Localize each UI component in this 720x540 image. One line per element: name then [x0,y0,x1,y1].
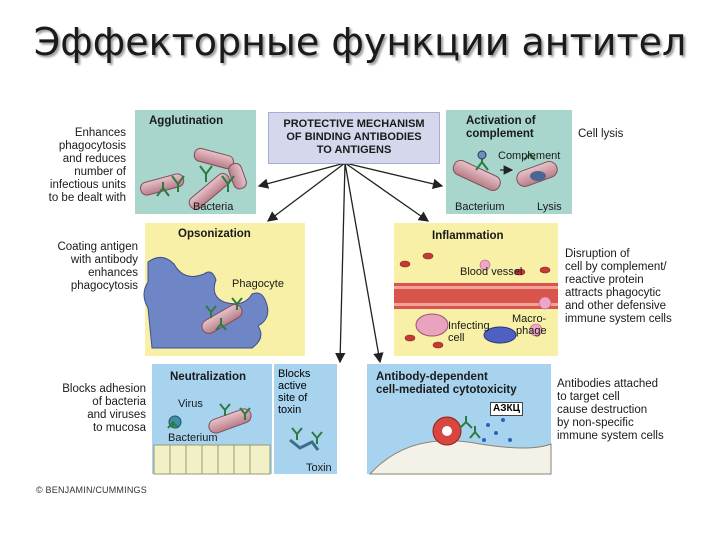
center-box-line-2: OF BINDING ANTIBODIES [269,131,439,144]
note-line: Blocks [278,368,310,380]
adcc-badge: АЗКЦ [490,402,523,416]
opsonization-title: Opsonization [178,228,251,241]
inflammation-title: Inflammation [432,230,504,243]
note-line: Coating antigen [20,241,138,254]
neutralization-bacterium-label: Bacterium [168,432,218,444]
inflammation-infecting-label-2: cell [448,332,465,344]
note-line: and viruses [20,409,146,422]
note-line: Blocks adhesion [20,383,146,396]
inflammation-note: Disruption of cell by complement/ reacti… [565,248,672,326]
inflammation-infecting-label-1: Infecting [448,320,490,332]
note-line: to target cell [557,391,664,404]
note-line: Enhances [20,127,126,140]
adcc-title-line-2: cell-mediated cytotoxicity [376,384,517,397]
note-line: cause destruction [557,404,664,417]
inflammation-macrophage-label-1: Macro- [512,313,546,325]
note-line: active [278,380,310,392]
neutralization-toxin-label: Toxin [306,462,332,474]
adcc-title-line-1: Antibody-dependent [376,371,488,384]
center-mechanism-box: PROTECTIVE MECHANISM OF BINDING ANTIBODI… [268,112,440,164]
complement-label: Complement [498,150,560,162]
agglutination-title: Agglutination [149,115,223,128]
note-line: Disruption of [565,248,672,261]
note-line: by non-specific [557,417,664,430]
note-line: with antibody [20,254,138,267]
note-line: of bacteria [20,396,146,409]
complement-bacterium-label: Bacterium [455,201,505,213]
opsonization-phagocyte-label: Phagocyte [232,278,284,290]
inflammation-macrophage-label-2: phage [516,325,547,337]
complement-title-line-1: Activation of [466,115,536,128]
note-line: and reduces [20,153,126,166]
note-line: infectious units [20,179,126,192]
note-line: site of [278,392,310,404]
center-box-line-3: TO ANTIGENS [269,144,439,157]
neutralization-note: Blocks adhesion of bacteria and viruses … [20,383,146,435]
opsonization-note: Coating antigen with antibody enhances p… [20,241,138,293]
adcc-note: Antibodies attached to target cell cause… [557,378,664,443]
note-line: reactive protein [565,274,672,287]
note-line: enhances [20,267,138,280]
note-line: to be dealt with [20,192,126,205]
note-line: phagocytosis [20,280,138,293]
note-line: number of [20,166,126,179]
copyright-credit: © BENJAMIN/CUMMINGS [36,485,147,495]
note-line: Antibodies attached [557,378,664,391]
complement-lysis-label: Lysis [537,201,562,213]
note-line: to mucosa [20,422,146,435]
agglutination-note: Enhances phagocytosis and reduces number… [20,127,126,205]
complement-note: Cell lysis [578,128,623,141]
neutralization-virus-label: Virus [178,398,203,410]
note-line: and other defensive [565,300,672,313]
note-line: attracts phagocytic [565,287,672,300]
note-line: phagocytosis [20,140,126,153]
complement-protein-icon [478,151,486,159]
center-box-line-1: PROTECTIVE MECHANISM [269,113,439,131]
infecting-cell-shape [416,314,448,336]
note-line: cell by complement/ [565,261,672,274]
neutralization-title: Neutralization [170,371,246,384]
complement-title-line-2: complement [466,128,534,141]
note-line: immune system cells [565,313,672,326]
note-line: toxin [278,404,310,416]
mucosa-shape [154,445,270,474]
agglutination-bacteria-label: Bacteria [193,201,233,213]
neutralization-blocks-label: Blocks active site of toxin [278,368,310,416]
inflammation-vessel-label: Blood vessel [460,266,522,278]
note-line: immune system cells [557,430,664,443]
